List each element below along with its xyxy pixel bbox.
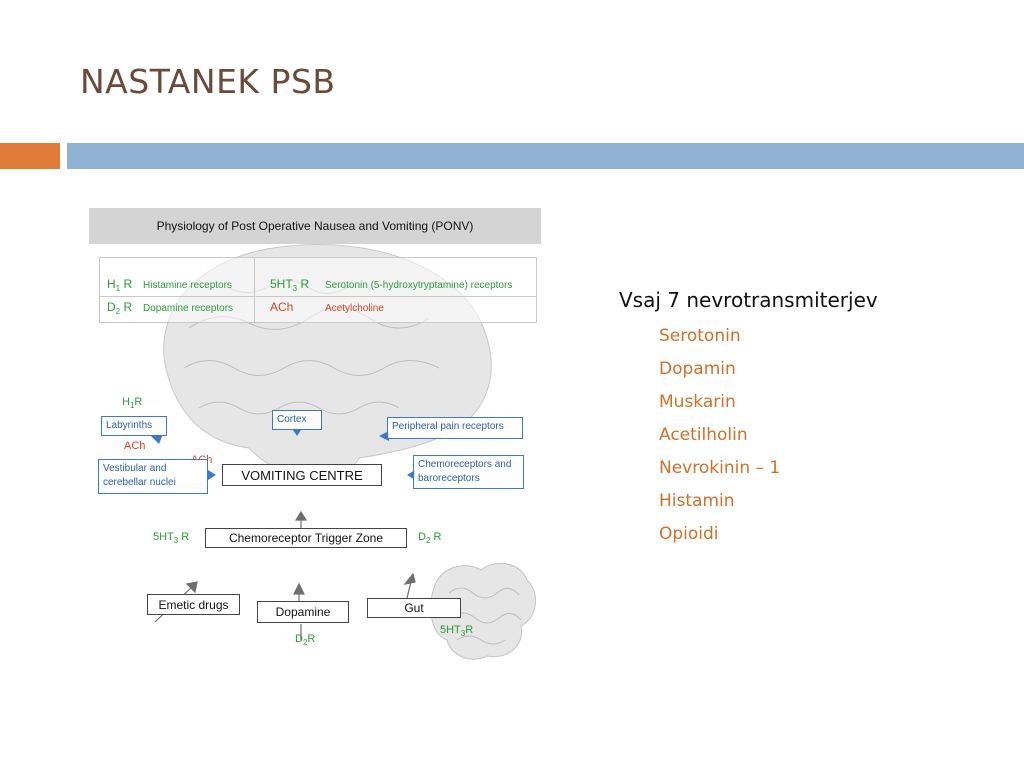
box-chemoreceptor-trigger-zone: Chemoreceptor Trigger Zone: [205, 528, 407, 548]
list-heading: Vsaj 7 nevrotransmiterjev: [619, 288, 878, 312]
label-5ht3r-gut: 5HT3R: [440, 624, 474, 638]
legend-d2-text: Dopamine receptors: [143, 303, 234, 314]
ponv-diagram: Physiology of Post Operative Nausea and …: [89, 208, 541, 668]
box-dopamine: Dopamine: [257, 601, 349, 623]
receptor-legend: H1 R Histamine receptors 5HT3 R Serotoni…: [99, 257, 537, 323]
legend-5ht3-abbr: 5HT3 R: [270, 277, 310, 293]
box-labyrinths: Labyrinths: [101, 416, 167, 436]
legend-ach-text: Acetylcholine: [325, 303, 384, 314]
legend-d2-abbr: D2 R: [107, 300, 133, 316]
box-chemoreceptors-baroreceptors: Chemoreceptors and baroreceptors: [413, 455, 524, 489]
label-ach-1: ACh: [124, 440, 146, 452]
accent-bar-blue: [67, 143, 1024, 169]
legend-ach-abbr: ACh: [270, 300, 294, 314]
box-vomiting-centre: VOMITING CENTRE: [222, 464, 382, 486]
accent-bar-orange: [0, 143, 60, 169]
list-item: Acetilholin: [659, 425, 748, 445]
box-vestibular-cerebellar-nuclei: Vestibular and cerebellar nuclei: [98, 459, 208, 494]
slide-title: NASTANEK PSB: [80, 62, 336, 101]
box-cortex: Cortex: [272, 410, 322, 430]
label-d2r-right: D2 R: [418, 531, 442, 545]
box-gut: Gut: [367, 598, 461, 618]
legend-h1-text: Histamine receptors: [143, 280, 232, 291]
list-item: Histamin: [659, 491, 735, 511]
neurotransmitter-list: Vsaj 7 nevrotransmiterjev: [619, 288, 878, 312]
label-d2r-bottom: D2R: [295, 633, 316, 647]
blue-pointers: [151, 430, 415, 480]
chemo-line-2: baroreceptors: [418, 473, 480, 484]
label-h1r-top: H1R: [122, 396, 143, 410]
vestibular-line-1: Vestibular and: [103, 463, 167, 474]
list-item: Opioidi: [659, 524, 719, 544]
list-item: Muskarin: [659, 392, 736, 412]
label-5ht3r-left: 5HT3 R: [153, 531, 190, 545]
legend-divider-horizontal: [100, 296, 536, 297]
vestibular-line-2: cerebellar nuclei: [103, 477, 176, 488]
legend-divider-vertical: [254, 258, 255, 322]
list-item: Serotonin: [659, 326, 741, 346]
legend-5ht3-text: Serotonin (5-hydroxytryptamine) receptor…: [325, 280, 513, 291]
diagram-header: Physiology of Post Operative Nausea and …: [89, 208, 541, 244]
legend-h1-abbr: H1 R: [107, 277, 133, 293]
diagram-arrows: [154, 510, 416, 640]
list-item: Dopamin: [659, 359, 736, 379]
box-emetic-drugs: Emetic drugs: [147, 594, 240, 615]
chemo-line-1: Chemoreceptors and: [418, 459, 512, 470]
box-peripheral-pain-receptors: Peripheral pain receptors: [387, 417, 523, 439]
intestine-illustration: [430, 562, 536, 660]
list-item: Nevrokinin – 1: [659, 458, 781, 478]
